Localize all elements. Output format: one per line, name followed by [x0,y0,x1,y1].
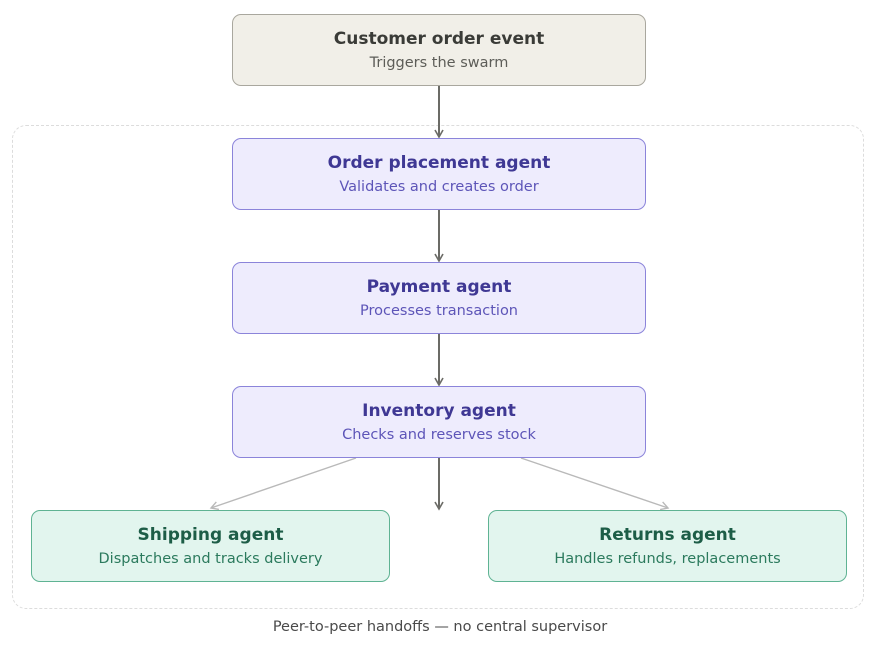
node-subtitle: Triggers the swarm [369,54,509,71]
node-title: Payment agent [366,276,512,297]
node-title: Shipping agent [137,524,284,545]
payment-agent-node: Payment agent Processes transaction [232,262,646,334]
node-subtitle: Dispatches and tracks delivery [98,550,323,567]
node-subtitle: Processes transaction [360,302,518,319]
node-title: Returns agent [599,524,736,545]
returns-agent-node: Returns agent Handles refunds, replaceme… [488,510,847,582]
node-title: Inventory agent [362,400,516,421]
node-title: Customer order event [333,28,545,49]
shipping-agent-node: Shipping agent Dispatches and tracks del… [31,510,390,582]
customer-order-event-node: Customer order event Triggers the swarm [232,14,646,86]
node-title: Order placement agent [327,152,551,173]
diagram-caption: Peer-to-peer handoffs — no central super… [272,619,608,635]
node-subtitle: Checks and reserves stock [342,426,536,443]
node-subtitle: Validates and creates order [339,178,539,195]
arrow-inventory-to-returns [520,457,670,511]
inventory-agent-node: Inventory agent Checks and reserves stoc… [232,386,646,458]
arrow-inventory-to-shipping [209,457,357,511]
node-subtitle: Handles refunds, replacements [554,550,781,567]
order-placement-agent-node: Order placement agent Validates and crea… [232,138,646,210]
